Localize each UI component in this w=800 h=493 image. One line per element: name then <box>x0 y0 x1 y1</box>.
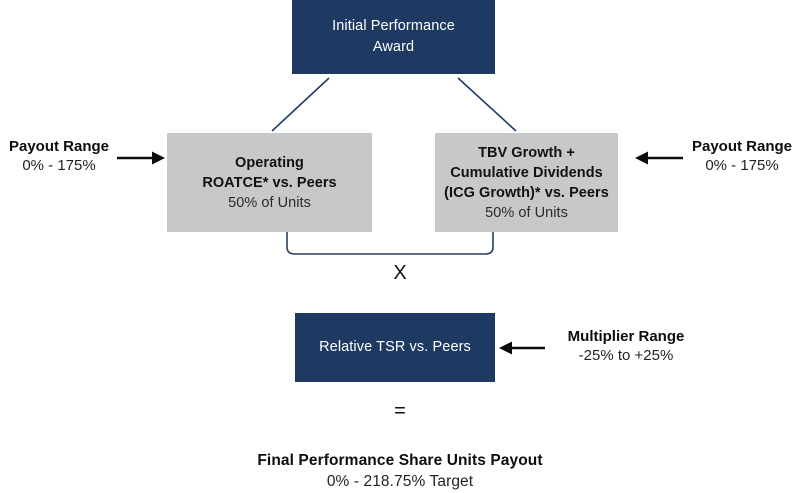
metric-icg-growth-weight: 50% of Units <box>485 204 568 221</box>
connector-line-right <box>457 77 517 132</box>
multiplier-range-title: Multiplier Range <box>567 328 685 345</box>
right-payout-arrow <box>635 151 683 165</box>
metric-operating-roatce-line-2: ROATCE* vs. Peers <box>202 174 337 191</box>
metric-box-operating-roatce: Operating ROATCE* vs. Peers 50% of Units <box>167 133 372 232</box>
left-payout-range-value: 0% - 175% <box>22 157 96 174</box>
relative-tsr-box: Relative TSR vs. Peers <box>295 313 495 382</box>
metric-box-icg-growth: TBV Growth + Cumulative Dividends (ICG G… <box>435 133 618 232</box>
multiplier-range-value: -25% to +25% <box>578 347 674 364</box>
relative-tsr-label: Relative TSR vs. Peers <box>319 339 471 355</box>
right-payout-range-annotation: Payout Range 0% - 175% <box>684 137 800 175</box>
connector-line-left <box>271 77 330 132</box>
multiply-operator: X <box>393 262 407 284</box>
right-payout-range-title: Payout Range <box>691 138 793 155</box>
metric-icg-growth-line-3: (ICG Growth)* vs. Peers <box>444 184 609 201</box>
final-payout-title: Final Performance Share Units Payout <box>257 452 543 469</box>
metric-icg-growth-line-1: TBV Growth + <box>478 144 575 161</box>
left-payout-range-annotation: Payout Range 0% - 175% <box>0 137 118 175</box>
metric-operating-roatce-line-1: Operating <box>235 154 304 171</box>
metric-operating-roatce-weight: 50% of Units <box>228 194 311 211</box>
right-payout-range-value: 0% - 175% <box>705 157 779 174</box>
multiplier-arrow <box>499 341 545 355</box>
final-payout-block: Final Performance Share Units Payout 0% … <box>0 450 800 492</box>
metrics-brace <box>286 230 494 255</box>
metric-icg-growth-line-2: Cumulative Dividends <box>450 164 603 181</box>
initial-performance-award-line-1: Initial Performance <box>332 18 455 34</box>
equals-operator: = <box>394 400 406 422</box>
initial-performance-award-box: Initial Performance Award <box>292 0 495 74</box>
multiplier-range-annotation: Multiplier Range -25% to +25% <box>546 327 706 365</box>
initial-performance-award-line-2: Award <box>372 39 415 55</box>
final-payout-value: 0% - 218.75% Target <box>326 473 474 490</box>
left-payout-arrow <box>117 151 165 165</box>
left-payout-range-title: Payout Range <box>8 138 110 155</box>
